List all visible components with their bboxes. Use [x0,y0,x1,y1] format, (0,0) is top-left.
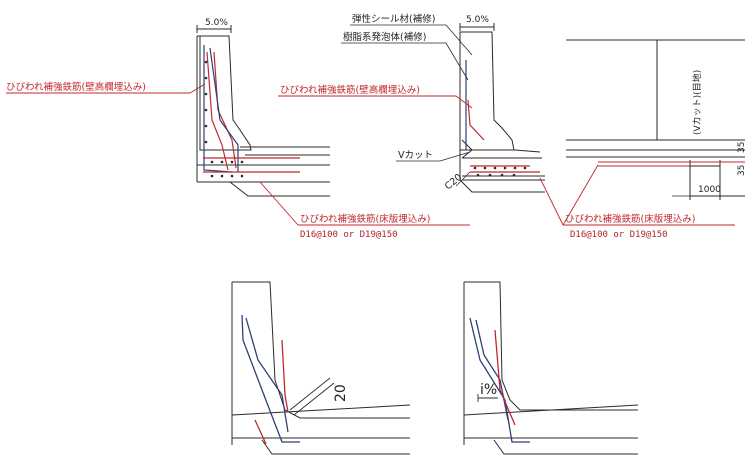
rebar-top-mid [465,60,540,173]
wall-outline [197,35,252,151]
c20-chamfer [455,171,471,187]
leader-v-cut [396,151,471,162]
section-bottom-right [463,281,639,455]
slope-label-mid: 5.0% [466,15,489,25]
slope-label-left: 5.0% [205,18,228,28]
crack-rebar-wall-label-left: ひびわれ補強鉄筋(壁高欄埋込み) [6,81,146,93]
crack-rebar-wall-label-mid: ひびわれ補強鉄筋(壁高欄埋込み) [280,84,420,96]
dim-35-bottom: 35 [737,165,747,176]
dim-20-label: 20 [333,384,349,402]
section-bottom-left [231,281,411,455]
section-top-mid [459,23,545,193]
rebar-spec-right: D16@100 or D19@150 [570,230,668,240]
leader-wall-left [6,83,206,94]
dim-20-marker [289,377,335,416]
resin-foam-label: 樹脂系発泡体(補修) [343,31,426,43]
section-top-right [566,39,745,200]
rebar-dots-top-mid [473,166,527,177]
section-top-left [196,25,330,197]
v-cut-label: Vカット [398,150,433,161]
wall-outline-br [464,281,638,411]
rebar-bottom-left [241,314,300,445]
rebar-bottom-right [469,317,530,443]
i-percent-label: i% [480,382,497,398]
crack-rebar-slab-label-right: ひびわれ補強鉄筋(床版埋込み) [565,213,695,225]
wall-outline-bl [232,281,410,419]
v-cut-depth-label: (Vカット)(目地) [691,70,703,135]
dim-1000-label: 1000 [698,185,721,195]
leader-wall-mid [278,95,473,109]
leader-slab-left [259,181,470,226]
rebar-dots-top-left [204,60,244,178]
rebar-spec-left: D16@100 or D19@150 [300,230,398,240]
rebar-top-right [598,161,745,167]
leader-resin-foam [341,42,469,81]
elastic-seal-label: 弾性シール材(補修) [352,13,435,25]
leader-elastic-seal [350,24,473,56]
wall-outline-mid [459,31,515,151]
c20-label: C20 [443,172,464,192]
rebar-top-left [203,45,300,173]
leader-slab-right [539,164,735,226]
crack-rebar-slab-label-left: ひびわれ補強鉄筋(床版埋込み) [300,213,430,225]
i-percent-marker [477,394,498,402]
dim-35-top: 35 [737,142,747,153]
